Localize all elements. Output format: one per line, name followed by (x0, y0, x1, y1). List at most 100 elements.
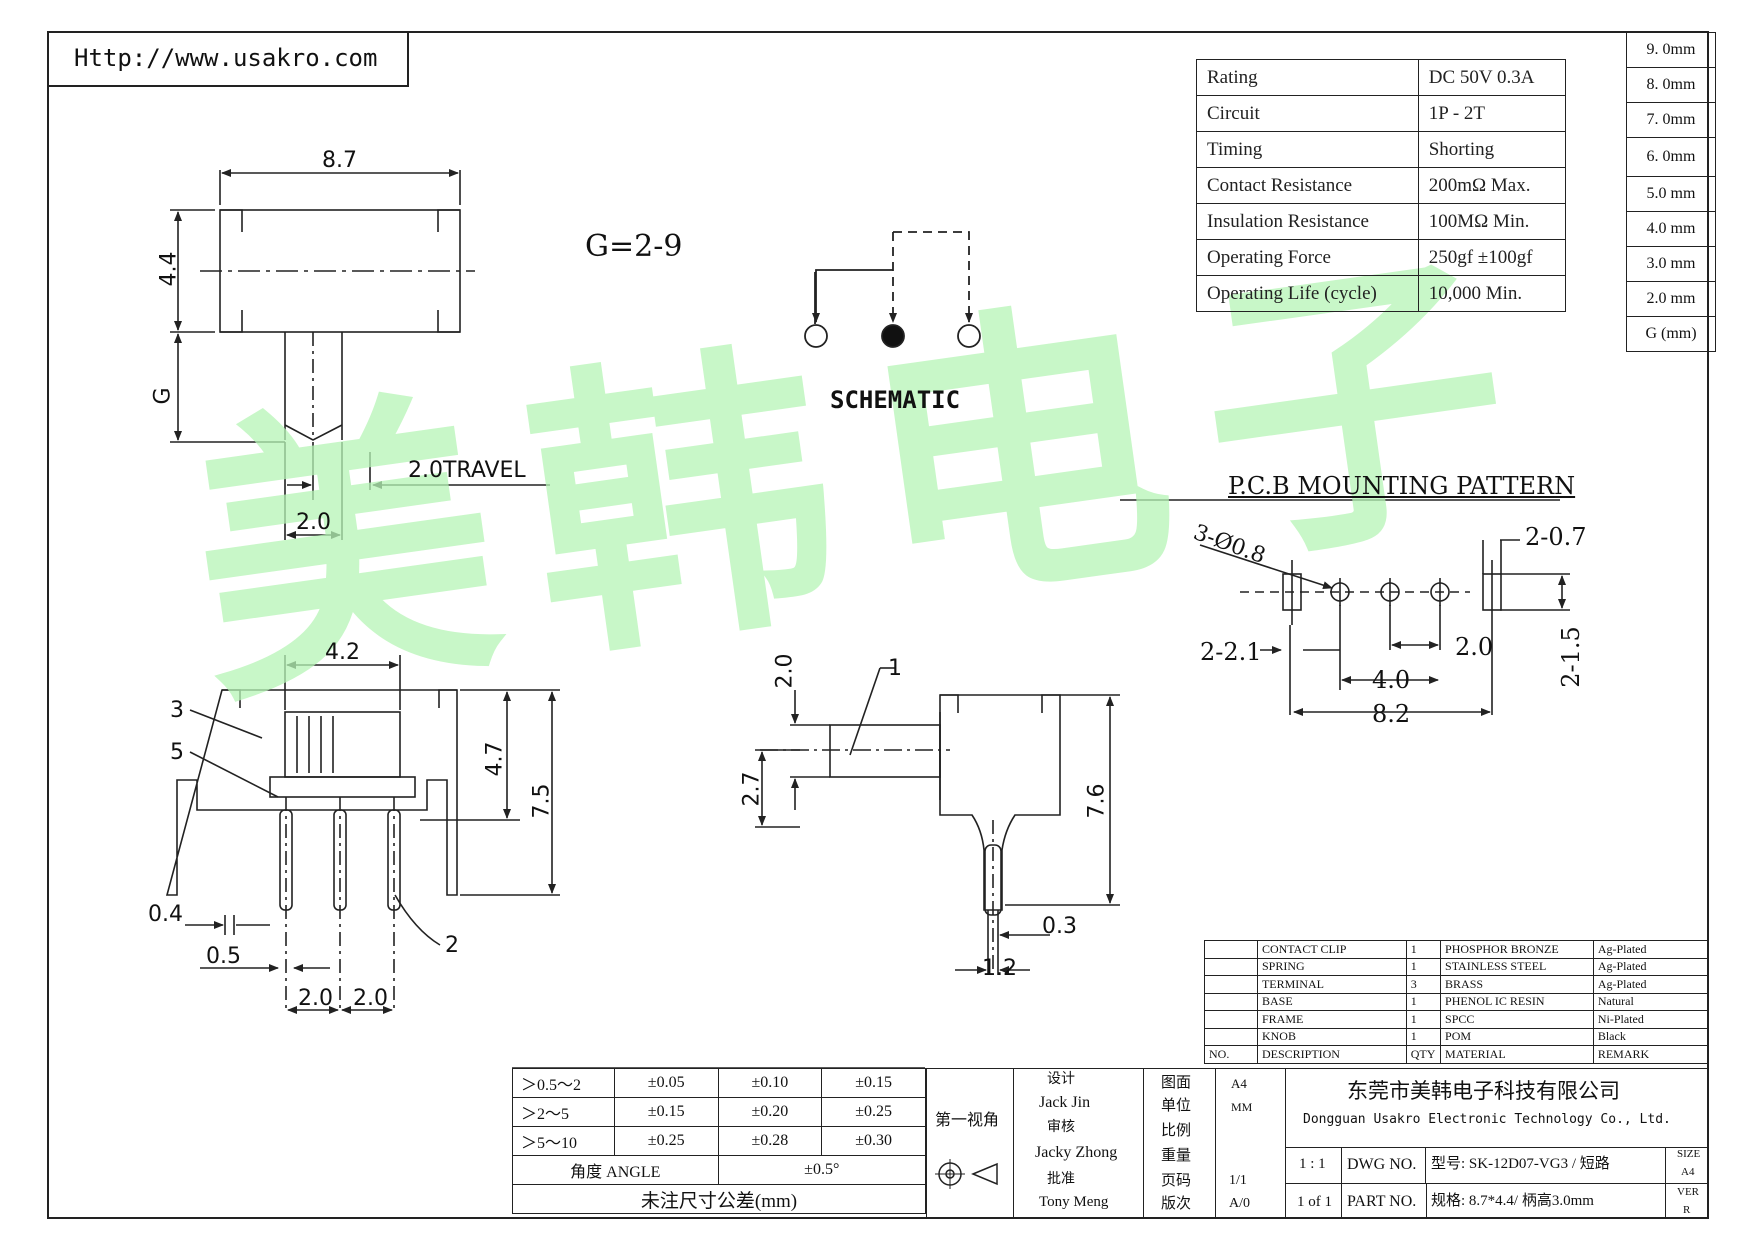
paper-value: A4 (1231, 1076, 1247, 1091)
tolerance-footer-row: 未注尺寸公差(mm) (512, 1184, 926, 1214)
dim-front-4-2: 4.2 (325, 640, 360, 665)
bom-material: PHOSPHOR BRONZE (1440, 940, 1594, 959)
bom-desc: FRAME (1256, 1010, 1407, 1029)
callout-3: 3 (170, 698, 184, 723)
side-view (755, 667, 1120, 975)
ver-value: R (1683, 1204, 1691, 1216)
tolerance-angle-row: 角度 ANGLE±0.5° (512, 1155, 927, 1185)
check-name: Jacky Zhong (1035, 1144, 1118, 1161)
tol-value: ±0.15 (613, 1097, 719, 1127)
dim-front-pitch-b: 2.0 (353, 986, 388, 1011)
size-item: 6. 0mm (1626, 137, 1716, 177)
part-spec: 规格: 8.7*4.4/ 柄高3.0mm (1431, 1193, 1594, 1209)
spec-label: Insulation Resistance (1196, 203, 1419, 240)
ver-label: VER (1677, 1186, 1699, 1198)
company-cell: 东莞市美韩电子科技有限公司 Dongguan Usakro Electronic… (1285, 1069, 1709, 1148)
dim-pcb-2-0: 2.0 (1455, 633, 1494, 661)
bom-material: STAINLESS STEEL (1440, 957, 1594, 976)
of-pages: 1 of 1 (1297, 1194, 1332, 1210)
dim-side-1-2: 1.2 (982, 956, 1017, 981)
first-angle-projection-icon (935, 1159, 998, 1189)
tol-angle-label: 角度 ANGLE (512, 1155, 719, 1185)
model-number: 型号: SK-12D07-VG3 / 短路 (1431, 1156, 1610, 1172)
dim-side-7-6: 7.6 (1084, 783, 1110, 819)
dim-lever-width: 2.0 (296, 510, 331, 535)
tol-footer: 未注尺寸公差(mm) (512, 1184, 926, 1214)
bom-remark: Black (1592, 1027, 1709, 1046)
dim-front-4-7: 4.7 (482, 741, 508, 777)
spec-label: Rating (1196, 59, 1419, 96)
scale-value: 1 : 1 (1299, 1156, 1326, 1172)
info-value-cell: A4 MM 1/1 A/0 (1215, 1069, 1286, 1219)
tolerance-row: ＞0.5～2±0.05±0.10±0.15 (512, 1068, 926, 1098)
spec-value: 10,000 Min. (1417, 275, 1567, 312)
spec-value: Shorting (1417, 131, 1567, 168)
approve-name: Tony Meng (1039, 1194, 1109, 1210)
page-label: 页码 (1161, 1173, 1192, 1189)
callout-2: 2 (445, 933, 459, 958)
tol-range: ＞0.5～2 (512, 1068, 615, 1098)
check-label: 审核 (1047, 1120, 1075, 1135)
pcb-pattern (1120, 499, 1570, 716)
bom-desc: SPRING (1256, 957, 1407, 976)
tol-value: ±0.10 (717, 1068, 823, 1098)
bom-desc: TERMINAL (1256, 975, 1407, 994)
dim-pcb-2-2-1: 2-2.1 (1200, 638, 1262, 666)
dim-front-0-4: 0.4 (148, 902, 183, 927)
sheet-border (47, 31, 1709, 1219)
size-item: 7. 0mm (1626, 102, 1716, 138)
size-item: 9. 0mm (1626, 32, 1716, 68)
dim-pcb-4-0: 4.0 (1372, 666, 1411, 694)
design-label: 设计 (1047, 1072, 1075, 1087)
dim-front-0-5: 0.5 (206, 944, 241, 969)
size-item: 2.0 mm (1626, 281, 1716, 317)
size-item: 5.0 mm (1626, 176, 1716, 212)
tol-value: ±0.30 (821, 1126, 926, 1156)
size-label: SIZE (1677, 1148, 1701, 1160)
dim-pcb-slot: 2-0.7 (1525, 523, 1587, 551)
dim-front-pitch-a: 2.0 (298, 986, 333, 1011)
title-block: 第一视角 设计 Jack Jin 审核 Jacky Zhong 批准 Tony … (926, 1068, 1709, 1219)
bom-material: POM (1440, 1027, 1594, 1046)
bom-desc: KNOB (1256, 1027, 1407, 1046)
tol-value: ±0.28 (717, 1126, 823, 1156)
unit-value: MM (1231, 1100, 1253, 1114)
tol-range: ＞2～5 (512, 1097, 615, 1127)
spec-value: 1P - 2T (1417, 95, 1567, 132)
tolerance-table: ＞0.5～2±0.05±0.10±0.15 ＞2～5±0.15±0.20±0.2… (512, 1068, 927, 1214)
projection-cell: 第一视角 (927, 1069, 1014, 1219)
bom-remark: Ag-Plated (1592, 957, 1709, 976)
tol-range: ＞5～10 (512, 1126, 615, 1156)
bom-desc: BASE (1256, 992, 1407, 1011)
spec-value: DC 50V 0.3A (1417, 59, 1567, 96)
tol-value: ±0.25 (613, 1126, 719, 1156)
tol-value: ±0.25 (821, 1097, 926, 1127)
bom-desc: CONTACT CLIP (1256, 940, 1407, 959)
version-label: 版次 (1161, 1196, 1192, 1212)
tol-angle-value: ±0.5° (717, 1155, 927, 1185)
size-item: G (mm) (1626, 316, 1716, 352)
dim-side-2-7: 2.7 (739, 771, 765, 807)
size-list: 9. 0mm 8. 0mm 7. 0mm 6. 0mm 5.0 mm 4.0 m… (1626, 32, 1716, 352)
company-name-cn: 东莞市美韩电子科技有限公司 (1347, 1079, 1620, 1103)
bom-qty: 1 (1405, 992, 1442, 1011)
dim-front-7-5: 7.5 (529, 783, 555, 819)
url-box (47, 31, 409, 87)
top-view (170, 169, 550, 540)
approve-label: 批准 (1047, 1172, 1075, 1187)
size-item: 3.0 mm (1626, 246, 1716, 282)
bom-remark: Ag-Plated (1592, 940, 1709, 959)
company-name-en: Dongguan Usakro Electronic Technology Co… (1303, 1112, 1671, 1127)
weight-label: 重量 (1161, 1148, 1192, 1164)
